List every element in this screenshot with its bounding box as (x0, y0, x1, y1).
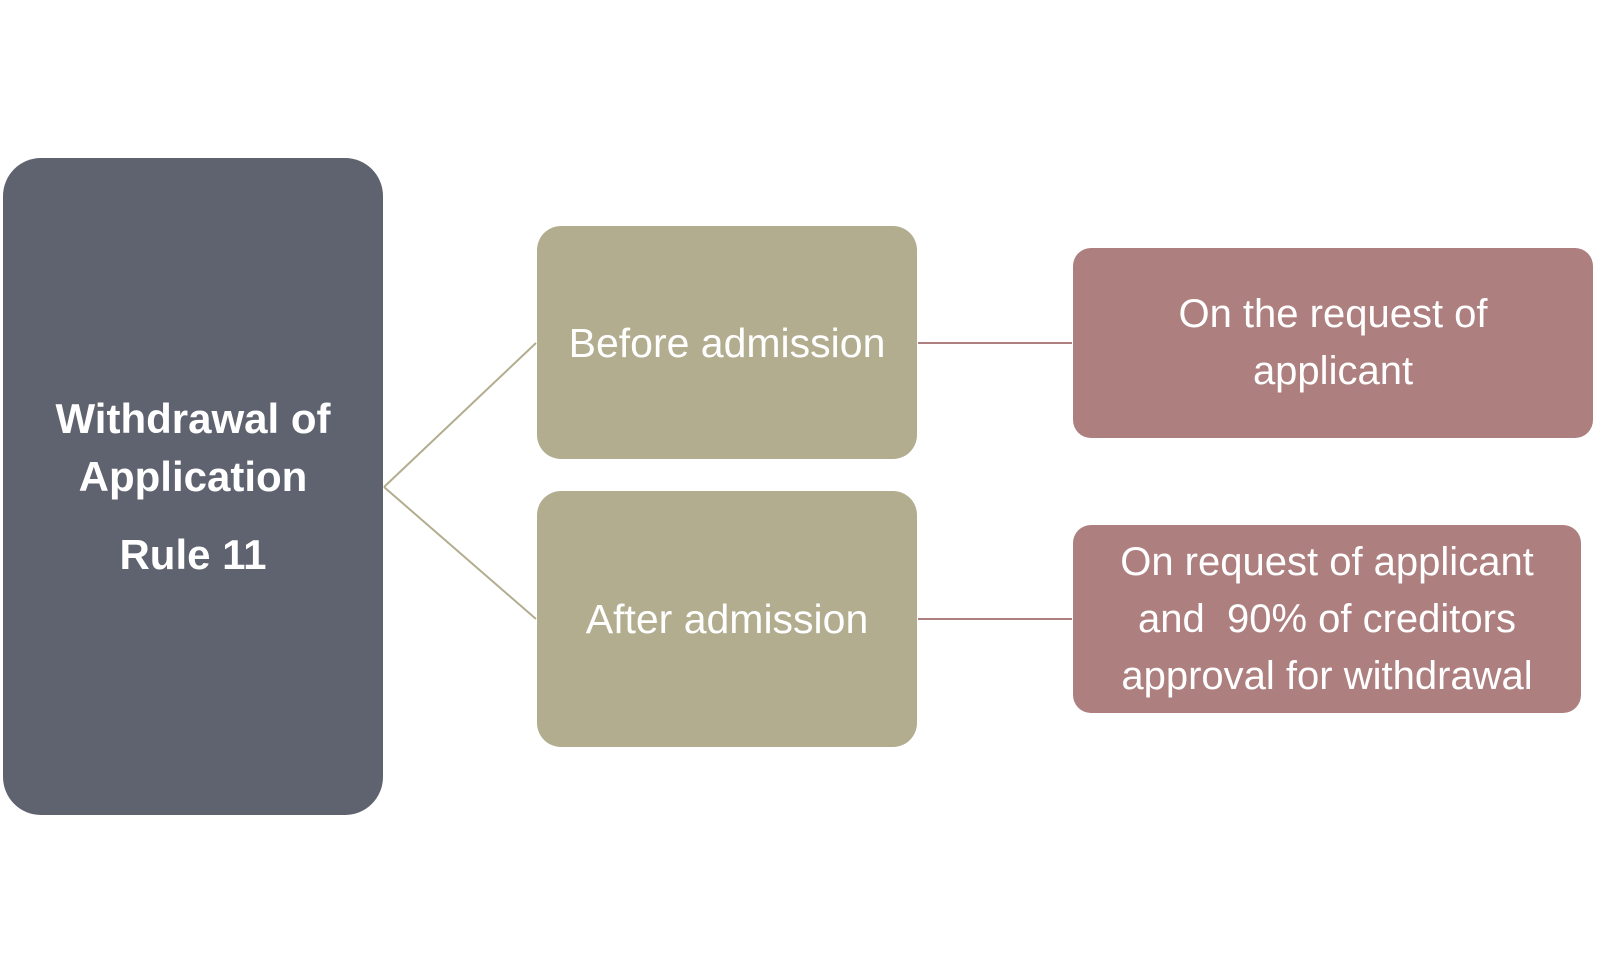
connector-root-to-after-admission (383, 486, 537, 620)
outcome-line: and 90% of creditors (1138, 596, 1516, 641)
outcome-line: On the request of (1178, 292, 1488, 336)
root-rule-label: Rule 11 (119, 530, 267, 578)
outcome-node-before-admission: On the request of applicant (1073, 248, 1593, 438)
outcome-line: applicant (1252, 349, 1414, 393)
outcome-line: On request of applicant (1120, 539, 1534, 584)
branch-label-before-admission: Before admission (568, 319, 886, 366)
branch-node-before-admission: Before admission (537, 226, 917, 459)
outcome-line: approval for withdrawal (1121, 653, 1533, 698)
branch-node-after-admission: After admission (537, 491, 917, 747)
outcome-node-after-admission: On request of applicant and 90% of credi… (1073, 525, 1581, 713)
root-title: Withdrawal of Application (55, 394, 331, 500)
branch-label-after-admission: After admission (585, 596, 869, 642)
root-node: Withdrawal of Application Rule 11 (3, 158, 383, 815)
connector-root-to-before-admission (383, 342, 537, 488)
